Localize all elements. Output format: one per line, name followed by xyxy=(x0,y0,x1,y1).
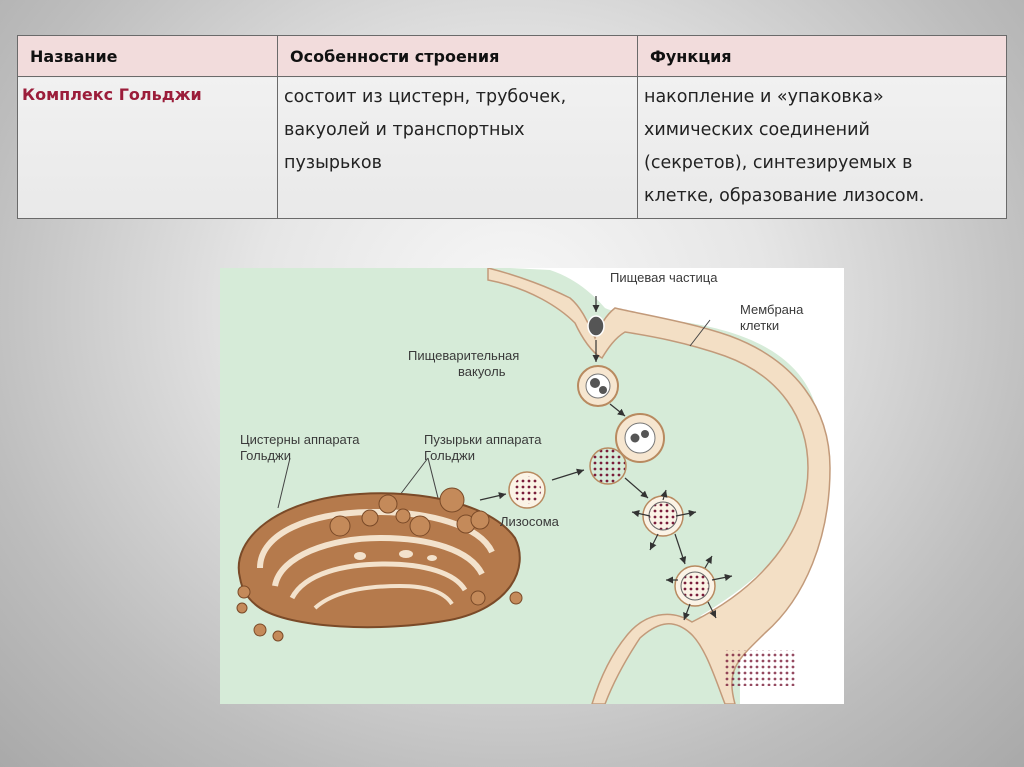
table-header-row: Название Особенности строения Функция xyxy=(17,35,1007,77)
label-cisterns-2: Гольджи xyxy=(240,448,291,463)
label-vesicles-1: Пузырьки аппарата xyxy=(424,432,542,447)
label-membrane-2: клетки xyxy=(740,318,779,333)
golgi-diagram: Пищевая частица Мембрана клетки Пищевари… xyxy=(220,268,844,704)
vacuole-particle xyxy=(641,430,649,438)
cell-membrane xyxy=(487,268,831,704)
fusing-lysosome xyxy=(589,447,627,485)
cell-structure: состоит из цистерн, трубочек, вакуолей и… xyxy=(277,76,638,219)
label-cisterns-1: Цистерны аппарата xyxy=(240,432,360,447)
secondary-lysosome-contents xyxy=(648,501,678,531)
fusing-vacuole-inner xyxy=(624,422,656,454)
golgi-apparatus xyxy=(236,487,523,642)
organelle-table: Название Особенности строения Функция Ко… xyxy=(17,35,1007,219)
header-function: Функция xyxy=(637,35,1007,77)
function-line: (секретов), синтезируемых в xyxy=(644,153,913,173)
structure-line: вакуолей и транспортных xyxy=(284,120,525,140)
label-vesicles-2: Гольджи xyxy=(424,448,475,463)
lysosome-contents xyxy=(513,476,541,504)
secretion-dots xyxy=(725,650,795,686)
process-arrows xyxy=(479,296,733,621)
cell-function: накопление и «упаковка» химических соеди… xyxy=(637,76,1007,219)
vacuole-particle xyxy=(599,386,607,394)
function-line: химических соединений xyxy=(644,120,870,140)
food-particle xyxy=(587,315,605,337)
structure-line: состоит из цистерн, трубочек, xyxy=(284,87,567,107)
header-structure: Особенности строения xyxy=(277,35,638,77)
cell-organelle-name: Комплекс Гольджи xyxy=(17,76,278,219)
label-membrane-1: Мембрана xyxy=(740,302,804,317)
header-name: Название xyxy=(17,35,278,77)
label-lysosome: Лизосома xyxy=(500,514,560,529)
label-vacuole-1: Пищеварительная xyxy=(408,348,519,363)
vacuole-particle xyxy=(590,378,600,388)
label-vacuole-2: вакуоль xyxy=(458,364,506,379)
secondary-lysosome-contents xyxy=(680,571,710,601)
structure-line: пузырьков xyxy=(284,153,382,173)
vacuole-particle xyxy=(630,433,640,443)
label-food-particle: Пищевая частица xyxy=(610,270,718,285)
table-row: Комплекс Гольджи состоит из цистерн, тру… xyxy=(17,76,1007,219)
function-line: накопление и «упаковка» xyxy=(644,87,884,107)
function-line: клетке, образование лизосом. xyxy=(644,186,925,206)
